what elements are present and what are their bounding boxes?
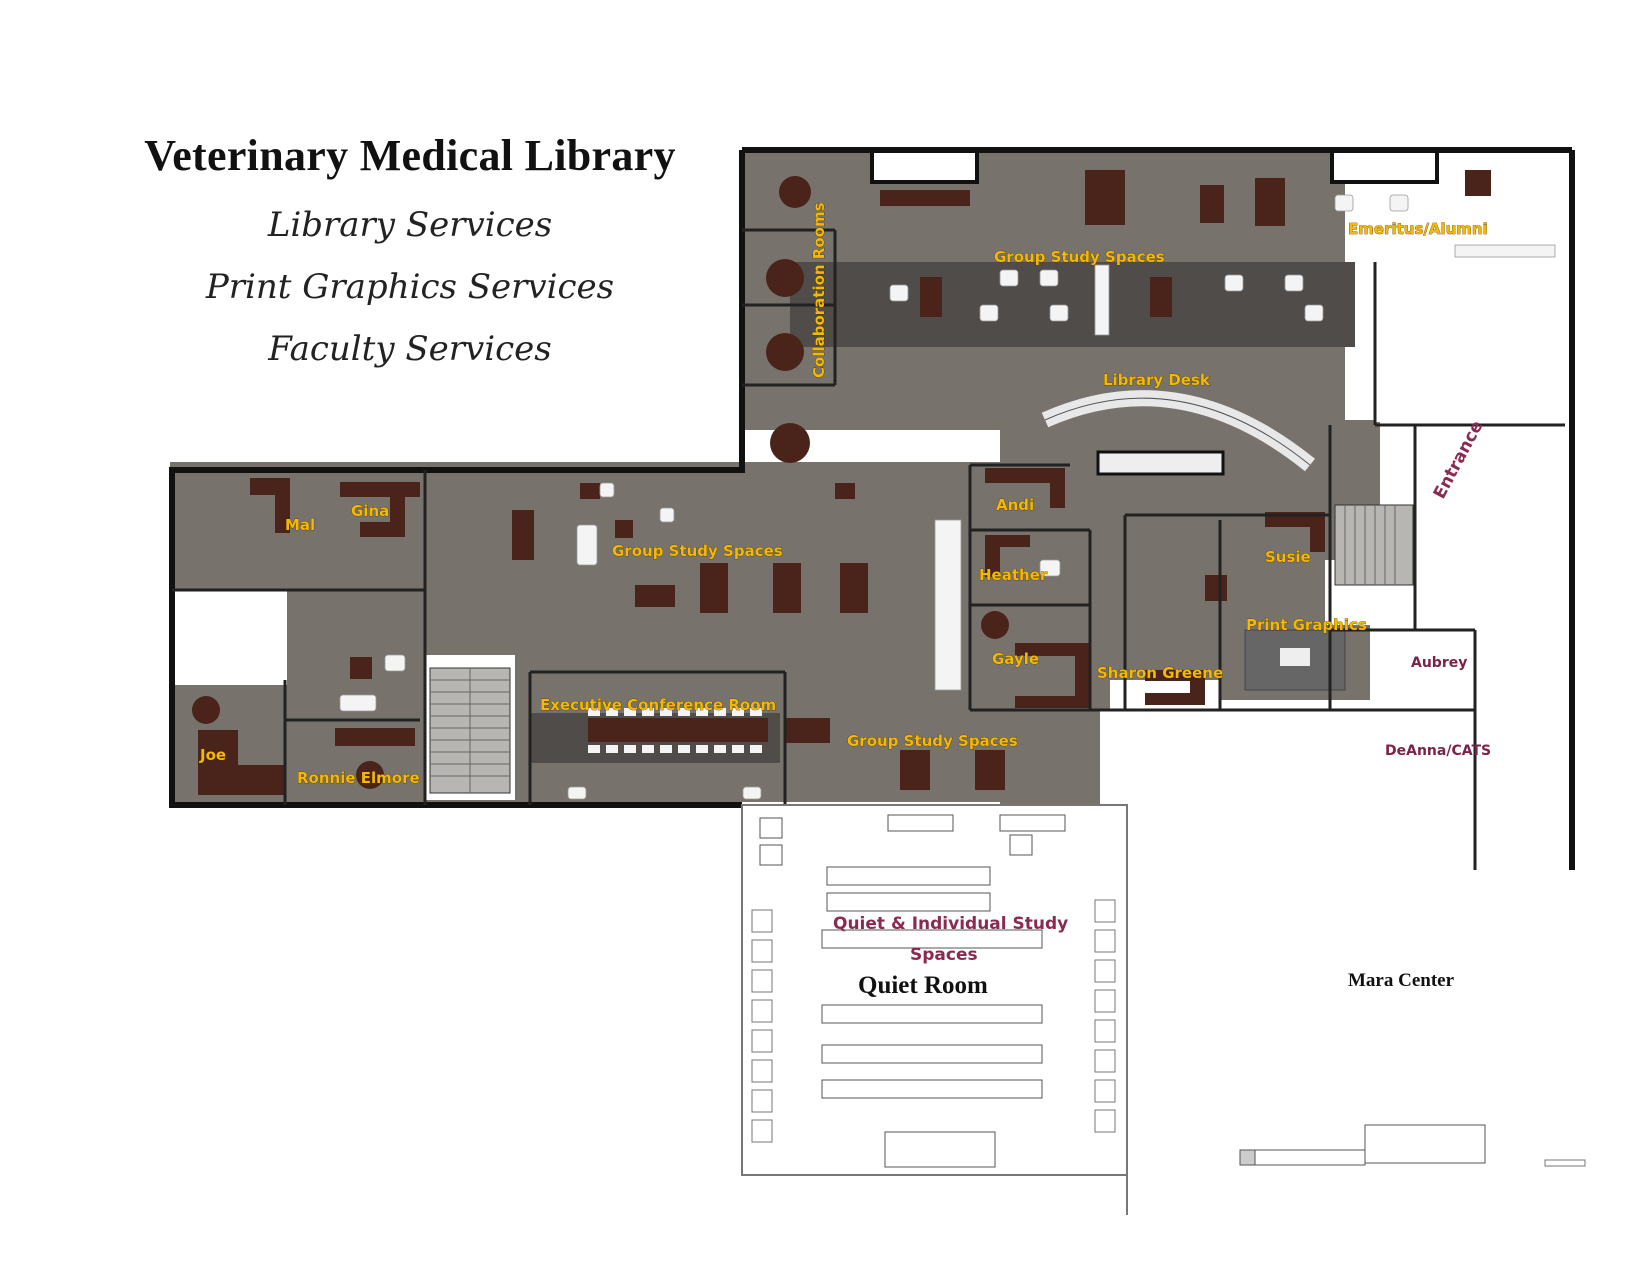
desk-counter: [1096, 450, 1225, 476]
chairs-upper: [889, 194, 1556, 336]
furniture-east: [981, 468, 1325, 708]
service-faculty: Faculty Services: [268, 329, 552, 369]
label-heather: Heather: [979, 566, 1048, 584]
label-andi: Andi: [996, 496, 1034, 514]
stairs-east: [1334, 504, 1414, 586]
mara-center-fixtures: [1239, 1124, 1586, 1167]
label-emeritus-alumni: Emeritus/Alumni: [1348, 220, 1488, 238]
label-quiet-study-line1: Quiet & Individual Study: [833, 914, 1068, 934]
label-mal: Mal: [285, 516, 315, 534]
walls-inner: [172, 228, 1565, 870]
walls-outer: [169, 147, 1575, 870]
label-susie: Susie: [1265, 548, 1311, 566]
label-gayle: Gayle: [992, 650, 1039, 668]
label-collaboration-rooms: Collaboration Rooms: [810, 202, 828, 378]
label-mara-center: Mara Center: [1348, 970, 1455, 991]
label-sharon-greene: Sharon Greene: [1097, 664, 1223, 682]
conference-chairs: [588, 708, 762, 753]
label-group-study-mid: Group Study Spaces: [612, 542, 783, 560]
stairs-west: [429, 667, 511, 794]
chairs-west: [339, 482, 1061, 800]
label-group-study-bottom: Group Study Spaces: [847, 732, 1018, 750]
quiet-room: [741, 804, 1128, 1215]
label-gina: Gina: [351, 502, 389, 520]
label-library-desk: Library Desk: [1103, 371, 1211, 389]
label-joe: Joe: [199, 746, 226, 764]
label-quiet-study-line2: Spaces: [910, 945, 978, 965]
furniture-west: [192, 478, 1005, 795]
title-block: Veterinary Medical Library Library Servi…: [100, 130, 720, 369]
service-print-graphics: Print Graphics Services: [205, 267, 615, 307]
furniture-upper: [766, 148, 1491, 463]
label-executive-conference-room: Executive Conference Room: [540, 696, 776, 714]
label-print-graphics: Print Graphics: [1246, 616, 1367, 634]
label-ronnie-elmore: Ronnie Elmore: [297, 769, 420, 787]
study-band: [790, 262, 1355, 347]
label-group-study-top: Group Study Spaces: [994, 248, 1165, 266]
page-title: Veterinary Medical Library: [144, 131, 676, 180]
label-aubrey: Aubrey: [1411, 655, 1467, 671]
label-quiet-room: Quiet Room: [858, 972, 988, 999]
label-deanna-cats: DeAnna/CATS: [1385, 743, 1491, 759]
service-library: Library Services: [267, 205, 553, 245]
